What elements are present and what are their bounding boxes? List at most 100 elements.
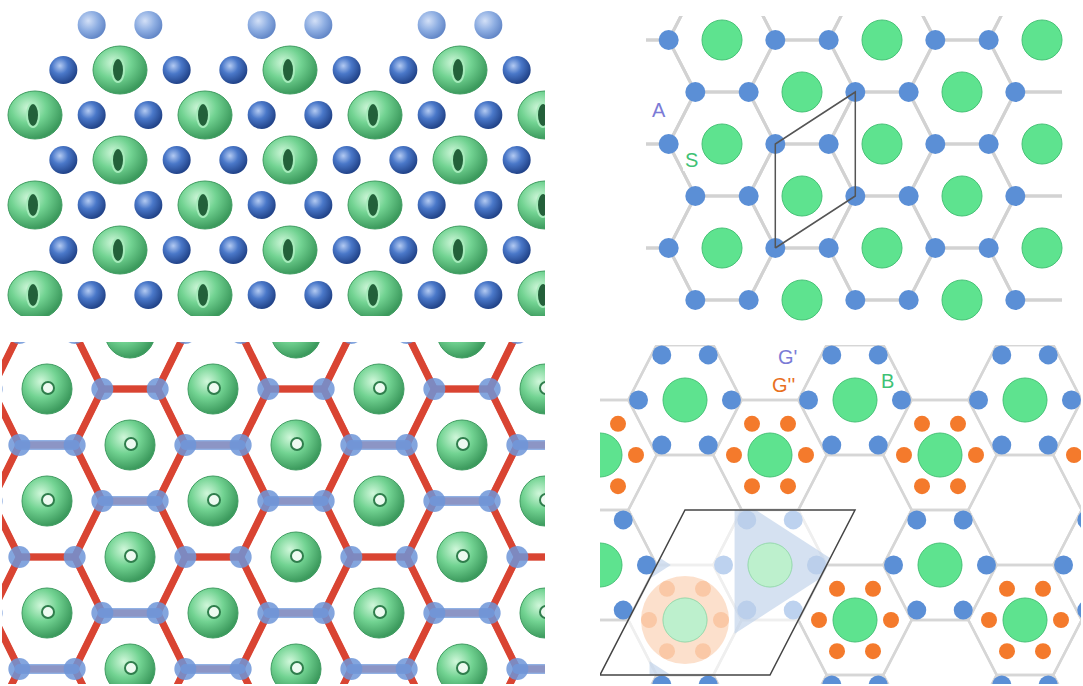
torus-hole [367,283,379,307]
blue-sphere [474,101,502,129]
b-site-circle [663,378,707,422]
torus-hole [540,382,545,394]
g2-site-dot [1066,447,1081,463]
s-sites [702,20,1062,320]
blue-sphere [418,101,446,129]
blue-sphere [389,236,417,264]
blue-node [396,658,418,680]
s-site-circle [942,72,982,112]
blue-node [91,490,113,512]
red-network [2,342,545,684]
torus-hole [367,103,379,127]
g2-site-dot [999,581,1015,597]
g1-site-dot [954,510,973,529]
red-strut [324,669,435,684]
red-strut [75,613,186,684]
torus-hole [540,606,545,618]
g1-site-dot [1054,556,1073,575]
a-site-dot [1005,186,1025,206]
torus-body [8,181,62,229]
g1-site-dot [699,345,718,364]
torus-body [93,46,147,94]
blue-sphere [474,191,502,219]
a-site-dot [819,134,839,154]
green-torus [22,588,72,638]
g2-site-dot [865,581,881,597]
green-torus [518,271,545,316]
blue-sphere [248,281,276,309]
blue-node [340,658,362,680]
shaded-triangle [650,661,756,684]
blue-node [2,378,3,400]
green-torus [93,226,147,274]
orange-halo [641,576,729,664]
s-site-circle [862,20,902,60]
blue-node [91,378,113,400]
g2-site-dot [610,416,626,432]
hexagon-outline [968,565,1081,675]
blue-node [147,490,169,512]
green-torus [105,532,155,582]
red-strut [158,669,269,684]
blue-sphere [389,146,417,174]
a-site-dot [899,82,919,102]
blue-sphere [418,281,446,309]
hexagon-outline [749,40,856,144]
hexagon-outline [669,300,776,306]
torus-hole [282,148,294,172]
g2-site-dot [865,643,881,659]
torus-layer [8,46,545,316]
torus-body [520,476,545,526]
torus-body [433,226,487,274]
render-panel-top [8,11,545,316]
blue-sphere [474,11,502,39]
a-site-dot [739,290,759,310]
torus-body [105,644,155,684]
torus-hole [457,662,469,674]
s-site-circle [782,176,822,216]
s-site-circle [702,228,742,268]
s-site-circle [862,124,902,164]
green-torus [354,476,404,526]
s-site-circle [782,72,822,112]
g2-site-dot [811,612,827,628]
green-torus [271,644,321,684]
g2-site-dot [1035,581,1051,597]
torus-body [178,91,232,139]
green-torus [271,532,321,582]
blue-node [423,378,445,400]
green-torus [105,644,155,684]
green-torus [520,588,545,638]
g1-site-dot [822,675,841,684]
g1-sites [600,345,1081,684]
torus-body [105,532,155,582]
green-torus [263,136,317,184]
blue-node [174,658,196,680]
b-site-circle [918,433,962,477]
blue-sphere [503,56,531,84]
torus-body [271,420,321,470]
torus-hole [208,494,220,506]
g1-site-dot [699,675,718,684]
a-site-dot [819,30,839,50]
b-site-circle [833,598,877,642]
shaded-triangles [600,345,1011,684]
g1-site-dot [869,436,888,455]
hexagon-outline [628,345,741,455]
blue-node [506,342,528,344]
blue-node [340,342,362,344]
blue-sphere [219,146,247,174]
g1-site-dot [652,436,671,455]
g1-site-dot [822,436,841,455]
blue-node [479,602,501,624]
blue-sphere [134,191,162,219]
hexagon-outline [749,248,856,306]
green-torus [518,91,545,139]
a-site-dot [765,30,785,50]
a-site-dot [899,186,919,206]
g2-site-dot [780,416,796,432]
honeycomb-lines [646,16,1062,306]
blue-node [2,490,3,512]
schematic-panel-bottom [600,345,1081,684]
g1-site-dot [722,391,741,410]
